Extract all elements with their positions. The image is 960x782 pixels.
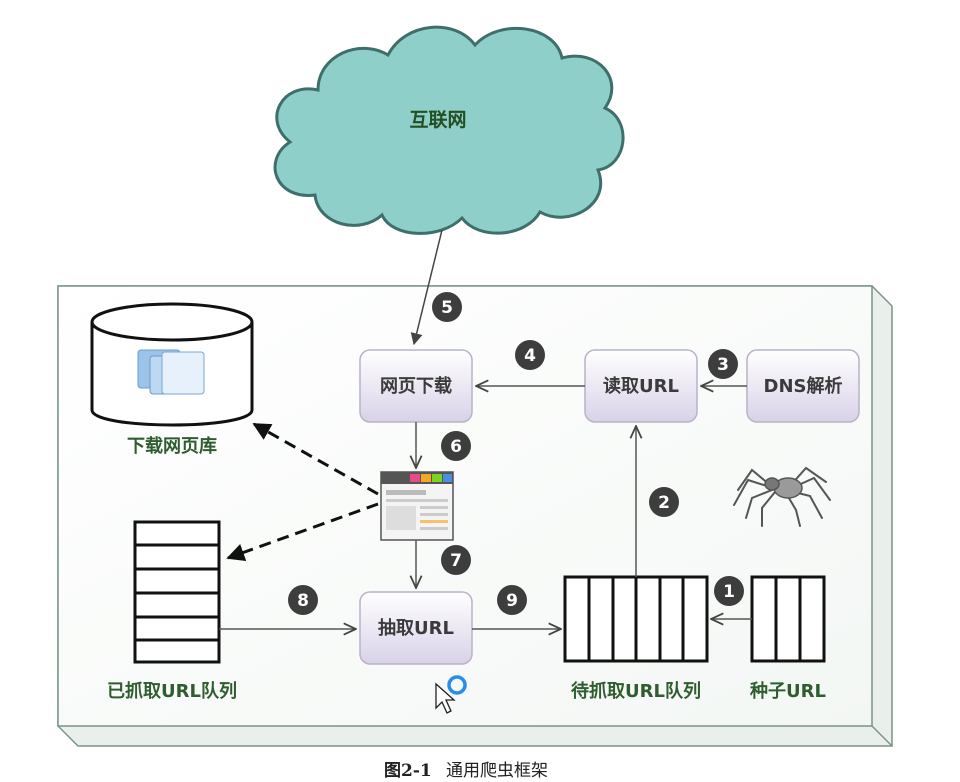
webpage-thumbnail-icon xyxy=(380,471,454,541)
step-1: 1 xyxy=(714,576,744,606)
node-dns: DNS解析 xyxy=(746,349,860,423)
step-4: 4 xyxy=(515,340,545,370)
page-database-cylinder xyxy=(90,302,254,427)
step-5: 5 xyxy=(432,292,462,322)
svg-text:2: 2 xyxy=(658,493,670,513)
internet-cloud: 互联网 xyxy=(273,25,625,235)
node-download: 网页下载 xyxy=(359,349,473,423)
dashed-arrow-page-to-crawled xyxy=(226,502,379,561)
step-9: 9 xyxy=(497,585,527,615)
dashed-arrow-page-to-store xyxy=(252,422,379,496)
seed-url-label: 种子URL xyxy=(749,680,826,702)
folder-icon xyxy=(137,349,205,395)
crawled-url-queue xyxy=(133,520,221,664)
figure-title: 通用爬虫框架 xyxy=(446,761,548,781)
seed-url-queue xyxy=(750,575,826,663)
node-extract-url: 抽取URL xyxy=(359,591,473,665)
svg-text:9: 9 xyxy=(506,591,518,611)
read-url-label: 读取URL xyxy=(603,375,679,397)
svg-text:5: 5 xyxy=(441,298,453,318)
page-store-label: 下载网页库 xyxy=(127,435,217,457)
svg-text:4: 4 xyxy=(524,346,536,366)
step-7: 7 xyxy=(441,545,471,575)
spider-icon xyxy=(733,466,831,527)
pending-url-queue xyxy=(563,575,709,663)
download-label: 网页下载 xyxy=(380,375,452,397)
svg-text:8: 8 xyxy=(297,591,309,611)
svg-text:3: 3 xyxy=(717,355,729,375)
svg-text:6: 6 xyxy=(450,437,462,457)
step-6: 6 xyxy=(441,431,471,461)
extract-url-label: 抽取URL xyxy=(378,617,454,639)
figure-number: 图2-1 xyxy=(384,761,432,781)
node-read-url: 读取URL xyxy=(584,349,698,423)
crawled-queue-label: 已抓取URL队列 xyxy=(107,680,237,702)
dns-label: DNS解析 xyxy=(764,375,843,397)
internet-label: 互联网 xyxy=(409,109,466,131)
svg-text:7: 7 xyxy=(450,551,462,571)
svg-text:1: 1 xyxy=(723,582,735,602)
pending-queue-label: 待抓取URL队列 xyxy=(571,680,701,702)
figure-caption: 图2-1 通用爬虫框架 xyxy=(384,761,548,781)
step-2: 2 xyxy=(649,487,679,517)
mouse-cursor-icon xyxy=(435,675,467,714)
step-3: 3 xyxy=(708,349,738,379)
arrow-internet-to-download xyxy=(410,229,443,346)
step-8: 8 xyxy=(288,585,318,615)
